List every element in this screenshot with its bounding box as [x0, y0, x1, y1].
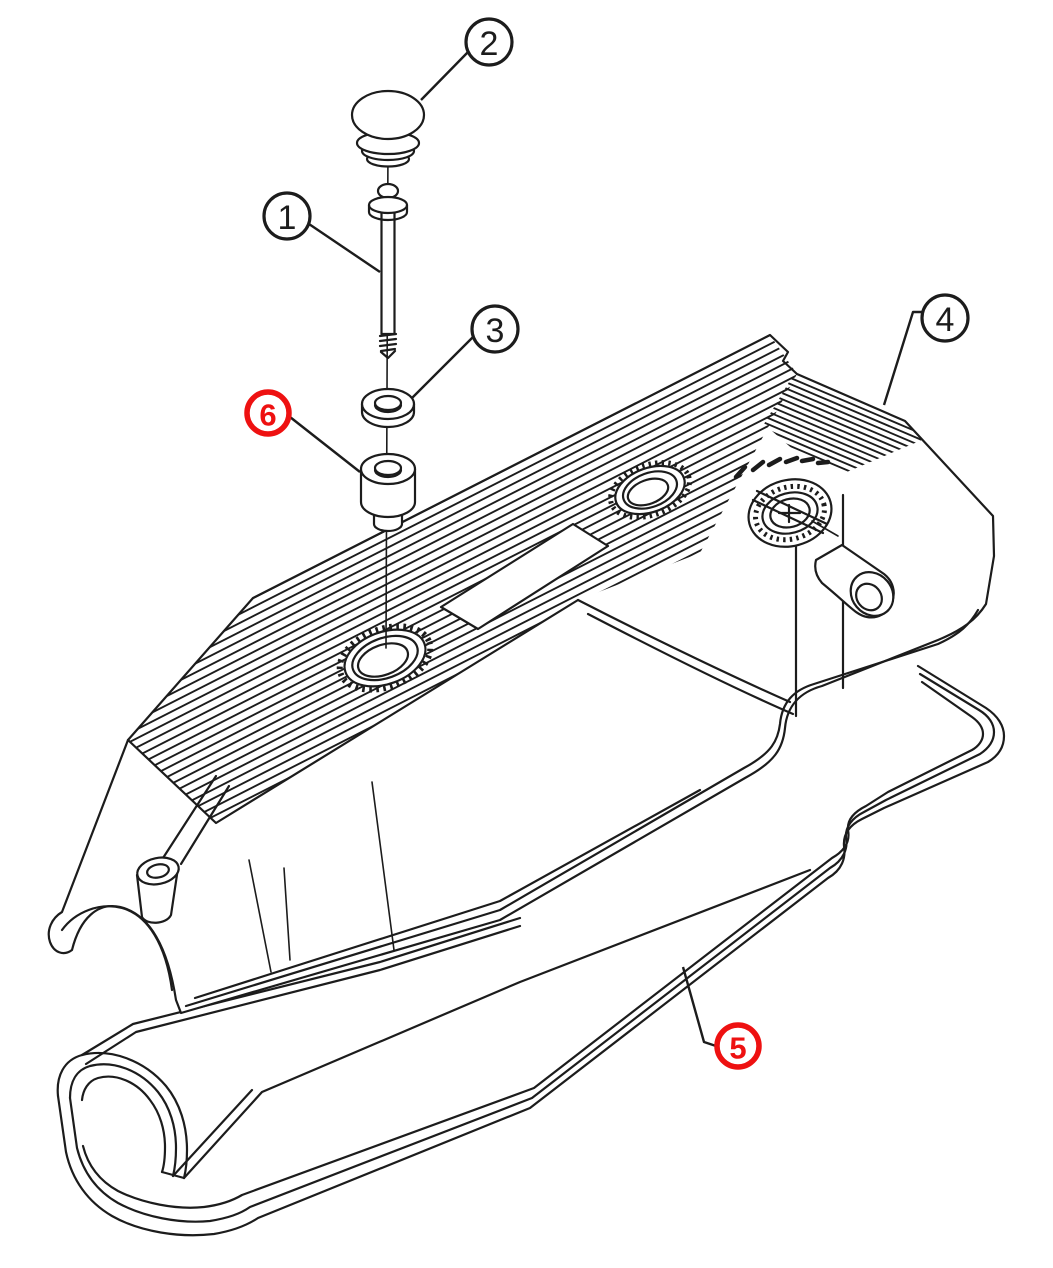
callout-4: 4 [882, 293, 970, 406]
grommet-part-6 [359, 452, 417, 533]
bolt-part-1 [367, 182, 409, 360]
callout-3: 3 [411, 304, 520, 399]
callout-5-label: 5 [729, 1031, 746, 1066]
fastener-stack [350, 89, 426, 649]
callout-1-label: 1 [278, 199, 297, 237]
callout-1: 1 [262, 191, 381, 273]
oil-filler-cap [747, 478, 839, 548]
callout-4-label: 4 [936, 301, 955, 339]
cap-part-2 [350, 89, 426, 168]
callout-3-label: 3 [486, 312, 505, 350]
cover-label-plate [439, 522, 610, 631]
washer-part-3 [360, 387, 416, 429]
mounting-lug [135, 774, 231, 924]
breather-tube [814, 543, 895, 619]
vent-slot-dashes [733, 455, 831, 480]
callout-6-label: 6 [259, 398, 276, 433]
spark-plug-tube-opening-front [336, 623, 434, 693]
callout-5: 5 [681, 966, 762, 1070]
callout-2-label: 2 [480, 25, 499, 63]
spark-plug-tube-opening-middle [608, 460, 692, 520]
callout-2: 2 [420, 17, 514, 101]
gasket-part-5 [56, 664, 1006, 1237]
callout-6: 6 [244, 389, 361, 473]
valve-cover-part-4 [47, 333, 996, 1015]
callouts: 1 2 3 4 5 6 [244, 17, 970, 1070]
